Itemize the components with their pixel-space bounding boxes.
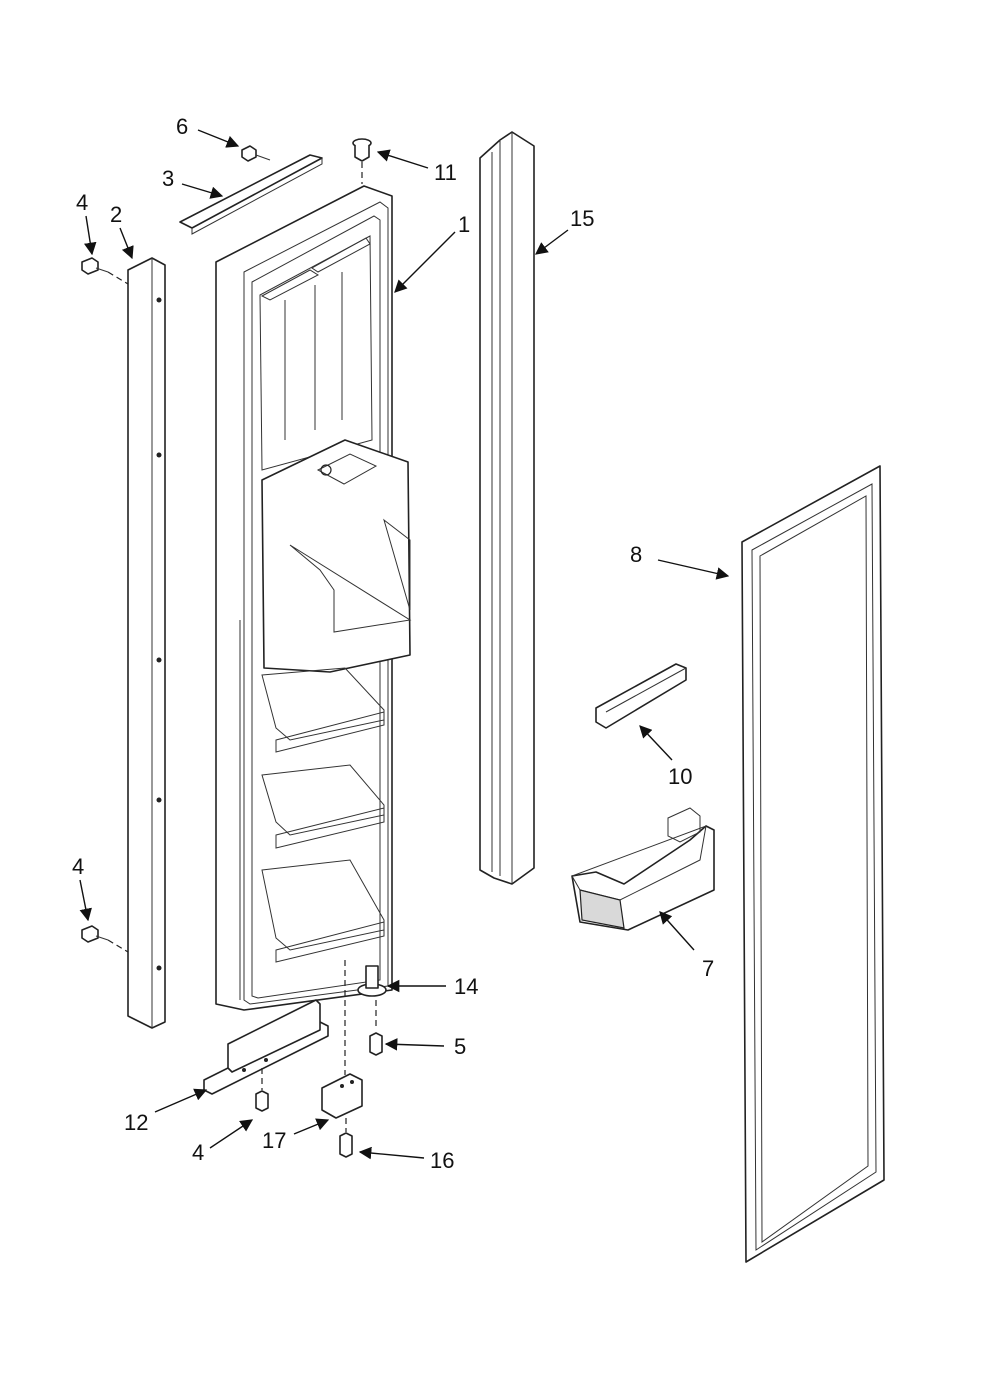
leader-4c [209, 1119, 254, 1149]
callout-4-bottom: 4 [192, 1140, 204, 1165]
leader-lines [79, 129, 730, 1160]
leader-4a [84, 215, 97, 256]
leader-1 [394, 231, 456, 293]
part-3-top-trim [179, 154, 323, 235]
callout-16: 16 [430, 1148, 454, 1173]
part-7-door-bin [571, 807, 715, 931]
leader-7 [659, 911, 695, 951]
part-8-door-gasket [741, 465, 885, 1263]
callout-11: 11 [434, 160, 457, 185]
leader-15 [534, 229, 569, 255]
leader-12 [154, 1088, 208, 1113]
part-2-trim-strip [127, 257, 166, 1029]
part-5-screw [369, 1032, 383, 1056]
part-6-screw [241, 145, 271, 162]
callout-2: 2 [110, 202, 122, 227]
callout-14: 14 [454, 974, 478, 999]
leader-10 [639, 725, 673, 761]
part-4-screw-top [81, 257, 129, 285]
leader-17 [293, 1118, 330, 1135]
callout-3: 3 [162, 166, 174, 191]
part-12-hinge-bracket [203, 999, 329, 1095]
leader-3 [181, 183, 224, 199]
part-4-screw-bottom [81, 925, 129, 953]
callout-15: 15 [570, 206, 594, 231]
part-10-shelf-trim [595, 663, 687, 729]
callout-12: 12 [124, 1110, 148, 1135]
leader-11 [376, 149, 429, 169]
callout-4-mid: 4 [72, 854, 84, 879]
leader-8 [657, 559, 730, 580]
callout-7: 7 [702, 956, 714, 981]
leader-16 [358, 1146, 425, 1160]
callout-5: 5 [454, 1034, 466, 1059]
leader-5 [384, 1038, 445, 1051]
part-17-hinge [321, 1073, 363, 1119]
leader-4b [79, 879, 92, 922]
part-16-screw [339, 1118, 353, 1158]
part-4-screw-lower [255, 1068, 269, 1112]
callout-4-top: 4 [76, 190, 88, 215]
callout-6: 6 [176, 114, 188, 139]
callout-1: 1 [458, 212, 470, 237]
leader-6 [197, 129, 240, 148]
callout-17: 17 [262, 1128, 286, 1153]
leader-2 [119, 227, 134, 260]
part-11-cap [352, 138, 372, 184]
part-1-door-liner [215, 185, 412, 1011]
part-14-hinge-pin [344, 960, 387, 1075]
callout-8: 8 [630, 542, 642, 567]
callout-labels: 1 2 3 4 4 4 5 6 7 8 10 11 12 14 15 16 17 [72, 114, 714, 1173]
part-15-right-trim [479, 131, 535, 885]
callout-10: 10 [668, 764, 692, 789]
